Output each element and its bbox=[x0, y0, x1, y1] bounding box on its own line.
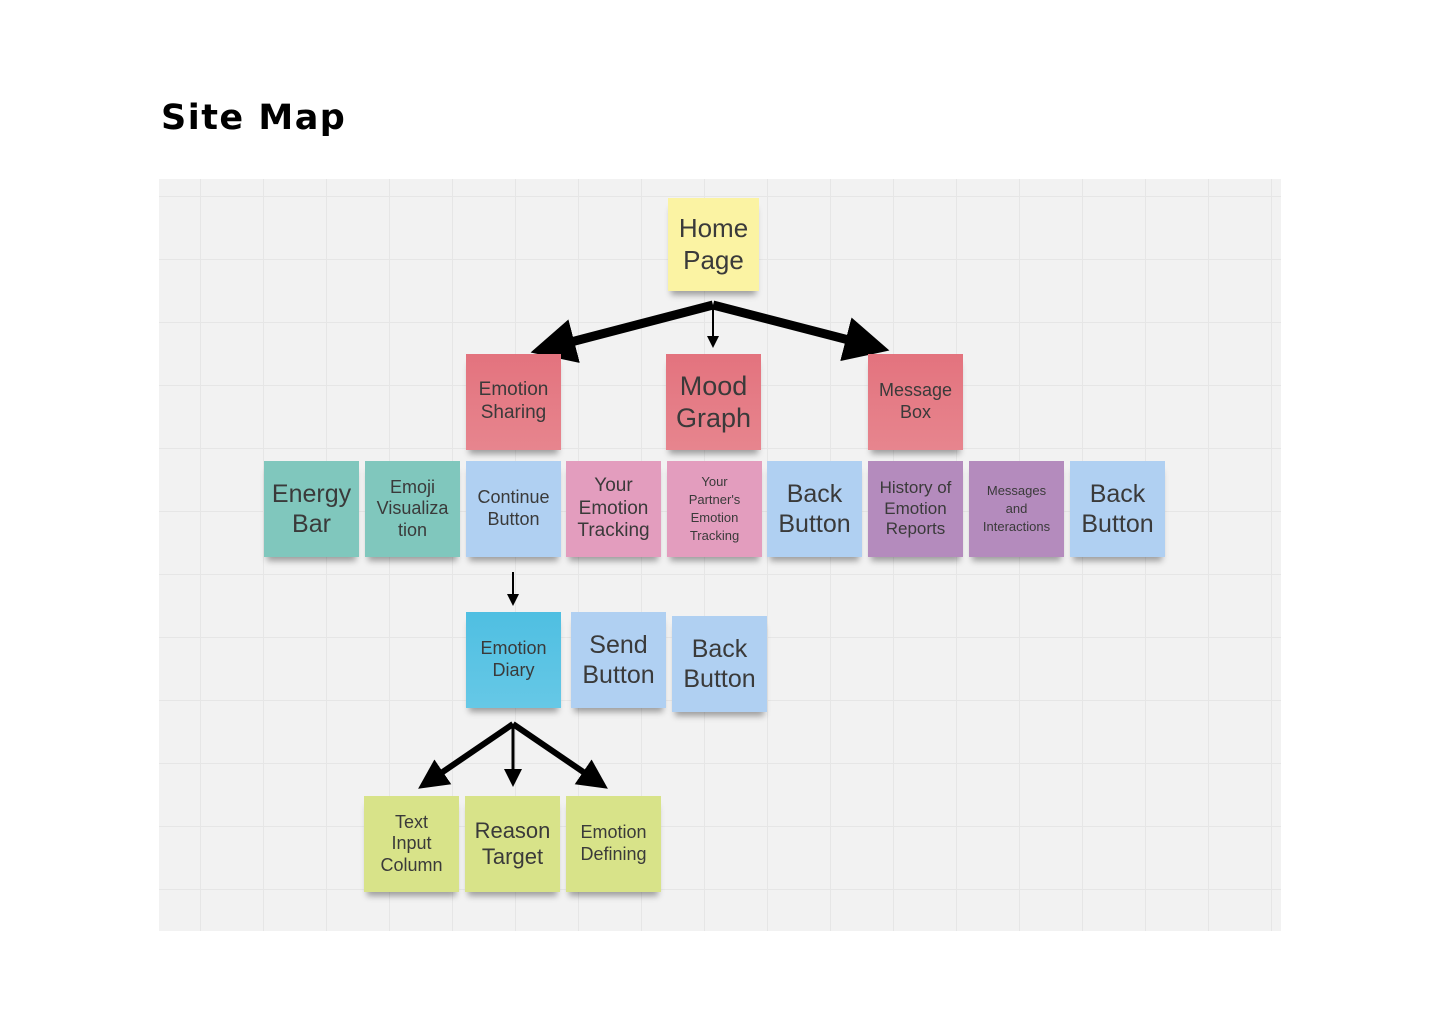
note-messages-interactions[interactable]: Messages and Interactions bbox=[969, 461, 1064, 557]
note-label: Messages and Interactions bbox=[982, 482, 1051, 535]
note-label: Emotion Diary bbox=[480, 638, 547, 680]
note-label: Home Page bbox=[678, 213, 749, 275]
note-label: Mood Graph bbox=[675, 370, 752, 433]
note-back-button-1[interactable]: Back Button bbox=[767, 461, 862, 557]
note-home-page[interactable]: Home Page bbox=[668, 198, 759, 291]
note-label: Reason Target bbox=[474, 817, 551, 869]
note-label: History of Emotion Reports bbox=[879, 478, 952, 539]
note-emotion-sharing[interactable]: Emotion Sharing bbox=[466, 354, 561, 450]
note-label: Send Button bbox=[582, 631, 655, 689]
page-title: Site Map bbox=[161, 98, 347, 138]
note-emoji-visualization[interactable]: Emoji Visualiza tion bbox=[365, 461, 460, 557]
arrow-home-to-message-box bbox=[711, 300, 890, 362]
note-label: Message Box bbox=[878, 380, 953, 422]
note-label: Back Button bbox=[1081, 480, 1154, 538]
note-label: Your Emotion Tracking bbox=[577, 474, 650, 542]
note-mood-graph[interactable]: Mood Graph bbox=[666, 354, 761, 450]
note-reason-target[interactable]: Reason Target bbox=[465, 796, 560, 892]
note-label: Text Input Column bbox=[380, 811, 443, 875]
note-text-input-column[interactable]: Text Input Column bbox=[364, 796, 459, 892]
note-continue-button[interactable]: Continue Button bbox=[466, 461, 561, 557]
note-label: Back Button bbox=[778, 480, 851, 538]
note-emotion-defining[interactable]: Emotion Defining bbox=[566, 796, 661, 892]
note-message-box[interactable]: Message Box bbox=[868, 354, 963, 450]
arrow-diary-to-emotion-defining bbox=[511, 721, 608, 789]
note-label: Continue Button bbox=[477, 487, 550, 529]
note-label: Back Button bbox=[683, 635, 756, 693]
note-energy-bar[interactable]: Energy Bar bbox=[264, 461, 359, 557]
arrow-diary-to-text-input bbox=[418, 721, 515, 789]
note-label: Emotion Defining bbox=[580, 822, 647, 864]
note-label: Energy Bar bbox=[271, 480, 352, 538]
note-label: Emoji Visualiza tion bbox=[376, 476, 449, 540]
note-label: Your Partner's Emotion Tracking bbox=[688, 473, 741, 544]
arrow-home-to-emotion-sharing bbox=[530, 300, 715, 363]
note-back-button-3[interactable]: Back Button bbox=[672, 616, 767, 712]
note-back-button-2[interactable]: Back Button bbox=[1070, 461, 1165, 557]
note-label: Emotion Sharing bbox=[478, 379, 549, 423]
note-partner-emotion-tracking[interactable]: Your Partner's Emotion Tracking bbox=[667, 461, 762, 557]
note-history-reports[interactable]: History of Emotion Reports bbox=[868, 461, 963, 557]
note-your-emotion-tracking[interactable]: Your Emotion Tracking bbox=[566, 461, 661, 557]
note-emotion-diary[interactable]: Emotion Diary bbox=[466, 612, 561, 708]
note-send-button[interactable]: Send Button bbox=[571, 612, 666, 708]
